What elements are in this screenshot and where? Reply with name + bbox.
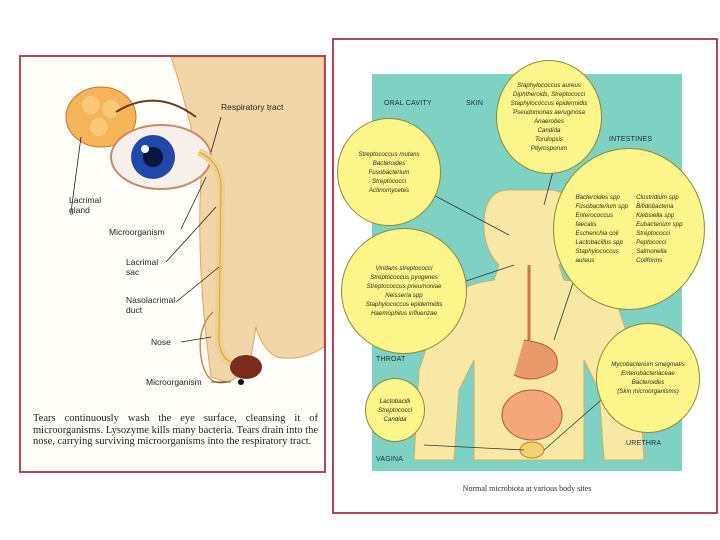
eye-figure-caption: Tears continuously wash the eye surface,…	[33, 413, 318, 447]
microbe-name: Clostridium spp	[636, 194, 679, 201]
microbe-name: Fusobacterium spp	[575, 203, 629, 210]
microbe-name: Mycobacterium smegmatis	[611, 361, 685, 368]
microbe-name: Pityrosporum	[530, 145, 568, 152]
microbe-name: Streptococcus pneumoniae	[366, 283, 442, 290]
eye-figure-panel: Respiratory tract Lacrimal gland Microor…	[19, 55, 326, 473]
microbe-name: Staphylococcus	[575, 248, 619, 255]
microbe-name: Anaerobes	[534, 118, 564, 125]
microbe-name: Candida	[383, 415, 407, 423]
microbe-name: Bacteroides	[631, 379, 665, 386]
microbe-name: Enterococcus	[575, 212, 613, 219]
microbe-name: Streptococci	[636, 230, 671, 237]
microbe-name: Diphtheroids, Streptococci	[512, 91, 586, 98]
microbe-name: Staphylococcus epidermidis	[365, 301, 443, 308]
microbe-name: Actinomycetes	[368, 186, 410, 194]
microbe-name: aureus	[575, 257, 595, 264]
microbe-name: Lactobacilli	[379, 397, 411, 405]
microbe-name: Streptococci	[377, 406, 413, 414]
microbe-name: Staphylococcus epidermidis	[510, 100, 588, 107]
microbe-name: Haemophilus influenzae	[370, 310, 438, 317]
microbiota-figure-caption: Normal microbiota at various body sites	[462, 484, 592, 493]
microbe-name: Coliforms	[636, 257, 663, 264]
microbe-name: Bifidobacteria	[636, 203, 674, 210]
region-urethra: URETHRA	[626, 440, 662, 447]
microbe-name: Fusobacterium	[368, 168, 410, 176]
microbe-name: Bacteroides spp	[575, 194, 620, 201]
microbe-name: Staphylococcus aureus	[517, 82, 581, 89]
label-microorganism-bottom: Microorganism	[146, 377, 202, 387]
microbe-name: Viridans streptococci	[375, 265, 433, 272]
microbe-name: Eubacterium spp	[636, 221, 683, 228]
microbe-name: Peptococci	[636, 239, 667, 246]
label-nasolacrimal-duct: Nasolacrimal duct	[126, 295, 176, 315]
label-lacrimal-sac: Lacrimal sac	[126, 257, 159, 277]
microbe-name: Streptococcus mutans	[358, 150, 420, 158]
label-microorganism-top: Microorganism	[109, 227, 165, 237]
microbe-name: Neisseria spp	[385, 292, 423, 299]
region-intestines: INTESTINES	[609, 136, 653, 143]
region-vagina: VAGINA	[376, 456, 404, 463]
microbe-name: (Skin microorganisms)	[617, 388, 679, 395]
microbe-name: Candida	[537, 127, 561, 134]
microbiota-figure-panel: ORAL CAVITY SKIN INTESTINES THROAT VAGIN…	[332, 38, 718, 514]
label-nose: Nose	[151, 337, 171, 347]
microbe-name: faecalis	[575, 221, 597, 228]
region-throat: THROAT	[376, 356, 406, 363]
microbe-name: Lactobacillus spp	[575, 239, 623, 246]
label-respiratory-tract: Respiratory tract	[221, 102, 284, 112]
region-skin: SKIN	[466, 100, 484, 107]
microbe-name: Bacteroides	[372, 159, 406, 167]
microbe-name: Torulopsis	[535, 136, 563, 143]
microbe-name: Escherichia coli	[575, 230, 619, 237]
region-oral-cavity: ORAL CAVITY	[384, 100, 432, 107]
microbe-name: Streptococcus pyogenes	[370, 274, 438, 281]
microbe-name: Enterobacteriaceae	[621, 370, 675, 377]
microbe-name: Klebsiella spp	[636, 212, 675, 219]
microbe-name: Pseudomonas aeruginosa	[513, 109, 585, 116]
label-lacrimal-gland: Lacrimal gland	[69, 195, 102, 215]
eye-illustration	[21, 57, 324, 407]
microbe-name: Streptococci	[371, 177, 407, 185]
microbe-name: Salmonella	[636, 248, 667, 255]
